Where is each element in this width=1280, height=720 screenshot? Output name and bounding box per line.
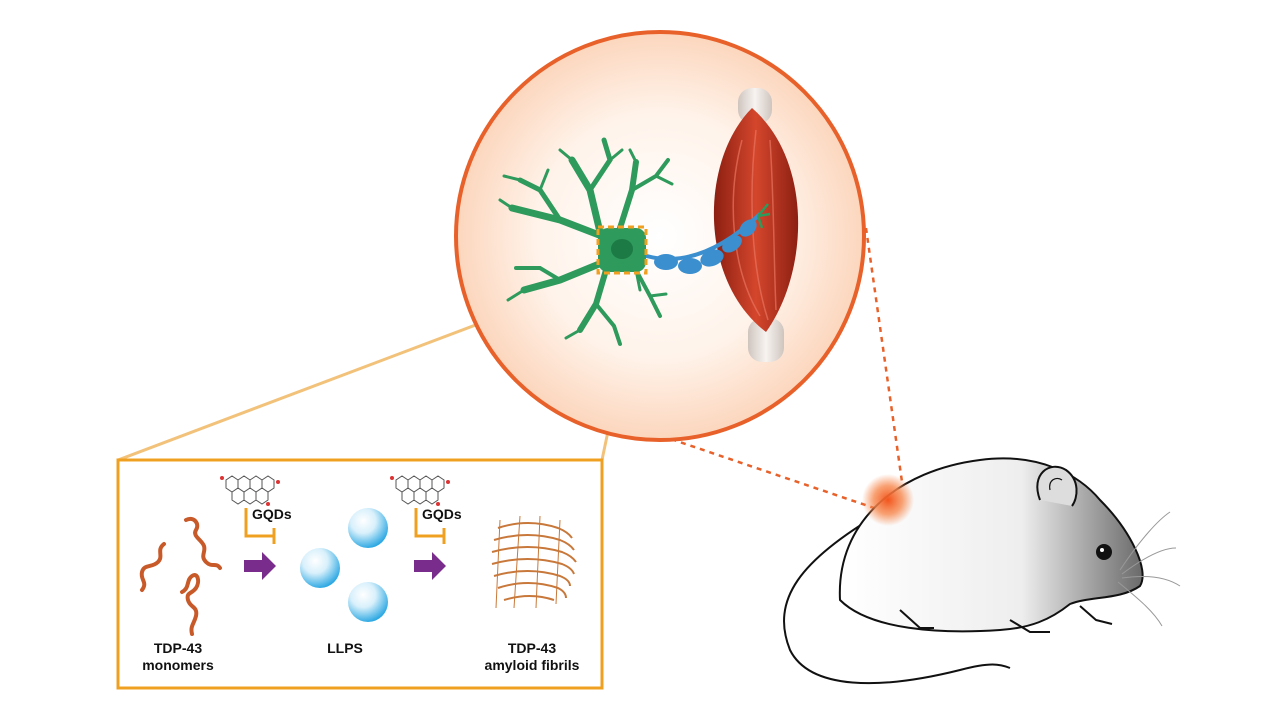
label-llps: LLPS [327, 640, 363, 656]
zoom-circle [454, 30, 866, 442]
injection-site-spot [862, 474, 914, 526]
soma-highlight-box [596, 225, 648, 275]
inset-process-box [116, 458, 604, 690]
gqd-inhibition-symbol [244, 508, 276, 544]
label-gqds-first: GQDs [252, 506, 292, 522]
label-fibrils-line2: amyloid fibrils [484, 657, 580, 673]
mouse-illustration [783, 457, 1181, 685]
label-fibrils-line1: TDP-43 [507, 640, 557, 656]
amyloid-fibrils [491, 515, 577, 609]
label-monomers: TDP-43 monomers [128, 640, 228, 674]
gqd-inhibition-symbol-2 [414, 508, 446, 544]
neuron-nucleus [611, 239, 633, 259]
gqd-structure-icon-2 [390, 475, 450, 506]
arrow-llps-to-fibrils [414, 552, 446, 580]
label-monomers-line1: TDP-43 [153, 640, 203, 656]
gqd-structure-icon [220, 475, 280, 506]
neuron-axon [639, 203, 771, 274]
llps-droplets [300, 508, 388, 622]
tdp43-monomers [139, 517, 222, 636]
label-gqds-second: GQDs [422, 506, 462, 522]
label-monomers-line2: monomers [142, 657, 214, 673]
motor-neuron [498, 137, 674, 346]
label-fibrils: TDP-43 amyloid fibrils [470, 640, 594, 674]
arrow-monomers-to-llps [244, 552, 276, 580]
